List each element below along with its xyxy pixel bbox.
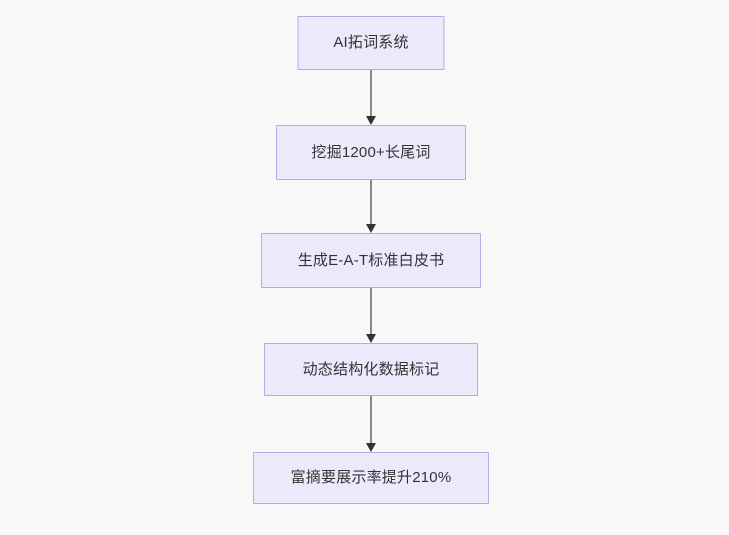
flow-node-label: 挖掘1200+长尾词: [311, 143, 431, 161]
flow-node-ai-keyword-system[interactable]: AI拓词系统: [297, 16, 445, 70]
flow-edge: [361, 70, 381, 125]
edge-line: [370, 396, 372, 443]
arrowhead-icon: [366, 334, 376, 343]
flow-edge: [361, 180, 381, 233]
flow-node-dynamic-structured-data-markup[interactable]: 动态结构化数据标记: [264, 343, 478, 396]
edge-line: [370, 70, 372, 116]
flow-node-label: 富摘要展示率提升210%: [290, 469, 452, 486]
arrowhead-icon: [366, 443, 376, 452]
edge-line: [370, 180, 372, 224]
flow-node-generate-eat-whitepaper[interactable]: 生成E-A-T标准白皮书: [261, 233, 481, 288]
flow-edge: [361, 396, 381, 452]
flow-node-rich-snippet-impression-lift[interactable]: 富摘要展示率提升210%: [253, 452, 489, 504]
arrowhead-icon: [366, 116, 376, 125]
flow-node-label: 动态结构化数据标记: [302, 360, 440, 378]
arrowhead-icon: [366, 224, 376, 233]
edge-line: [370, 288, 372, 334]
flow-node-label: AI拓词系统: [333, 34, 409, 51]
flow-node-mine-longtail-keywords[interactable]: 挖掘1200+长尾词: [276, 125, 466, 180]
flow-node-label: 生成E-A-T标准白皮书: [297, 251, 445, 269]
flow-edge: [361, 288, 381, 343]
